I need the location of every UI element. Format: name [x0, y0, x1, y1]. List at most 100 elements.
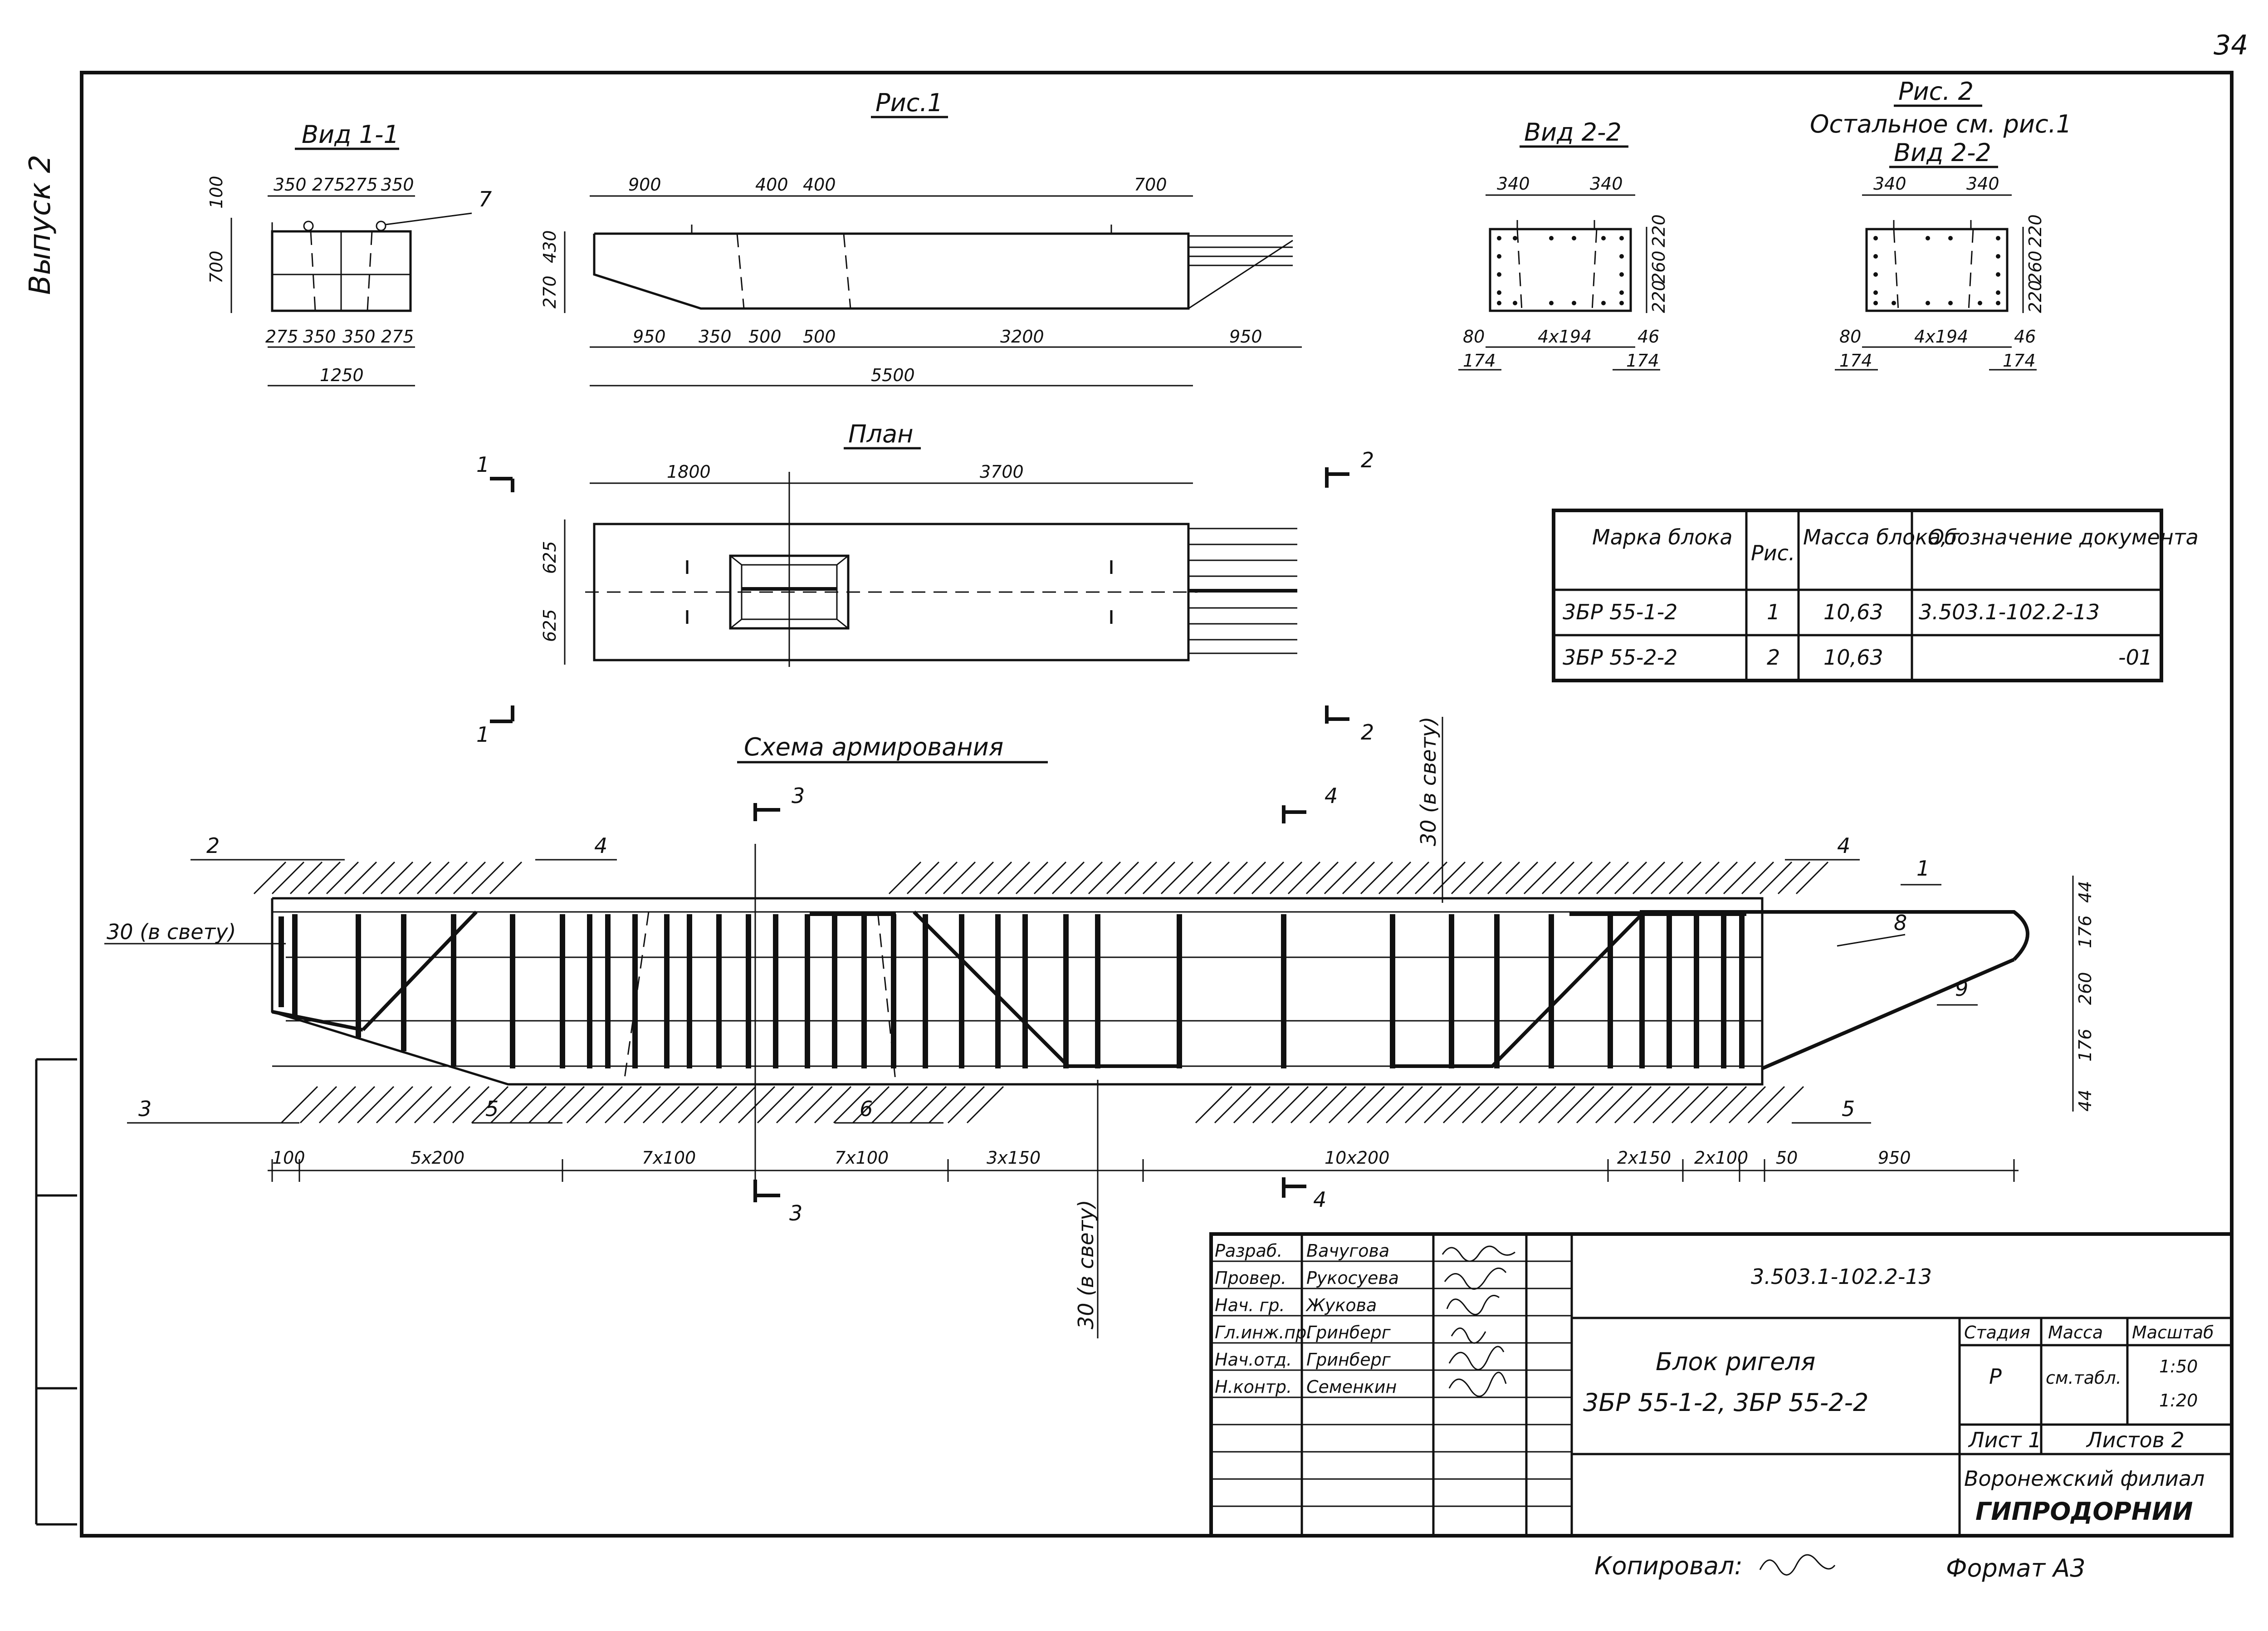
clear-label-left: 30 (в свету): [107, 920, 236, 944]
v22a-right-3: 220: [1649, 280, 1669, 313]
view-2-2-fig2: Рис. 2 Остальное см. рис.1 Вид 2-2 340 3…: [1810, 77, 2072, 371]
drawing-stroke: [1559, 861, 1593, 895]
drawing-stroke: [1233, 861, 1266, 895]
plan-sec-1b: 1: [476, 722, 489, 747]
tb-org-2: ГИПРОДОРНИИ: [1975, 1497, 2193, 1526]
callout-5a: 5: [485, 1097, 499, 1121]
tb-stage-h: Стадия: [1964, 1322, 2030, 1342]
callout-4a: 4: [594, 833, 607, 858]
drawing-stroke: [1342, 861, 1375, 895]
v22a-top-2: 340: [1590, 174, 1623, 194]
drawing-stroke: [1385, 1086, 1423, 1124]
table-cell-r2c4: -01: [2118, 645, 2152, 670]
elev-left-2: 430: [540, 230, 560, 263]
scheme-right-5: 44: [2075, 1090, 2095, 1112]
drawing-stroke: [1088, 861, 1121, 895]
tb-role-3: Нач. гр.: [1215, 1295, 1285, 1315]
callout-5b: 5: [1842, 1097, 1855, 1121]
callout-4b: 4: [1837, 833, 1850, 858]
fig2-bot2-1: 174: [1839, 351, 1872, 371]
table-cell-r1c2: 1: [1767, 600, 1780, 624]
drawing-stroke: [337, 1086, 376, 1124]
drawing-stroke: [1614, 1086, 1652, 1124]
elev-bot-6: 950: [1229, 327, 1262, 347]
drawing-stroke: [395, 1086, 433, 1124]
drawing-stroke: [1324, 861, 1357, 895]
table-header-fig: Рис.: [1751, 541, 1795, 565]
drawing-stroke: [661, 1086, 699, 1124]
v11-top-3: 275: [345, 175, 378, 195]
drawing-stroke: [852, 1086, 890, 1124]
elev-bot-3: 500: [748, 327, 782, 347]
drawing-stroke: [490, 1086, 528, 1124]
table-cell-r2c3: 10,63: [1823, 645, 1883, 670]
drawing-stroke: [1578, 861, 1611, 895]
tb-mass-h: Масса: [2048, 1322, 2103, 1342]
tb-name-5: Гринберг: [1306, 1350, 1391, 1370]
footer-copied: Копировал:: [1594, 1552, 1743, 1580]
tb-role-1: Разраб.: [1215, 1241, 1282, 1261]
drawing-stroke: [433, 1086, 471, 1124]
view11-title: Вид 1-1: [302, 120, 399, 149]
drawing-stroke: [1741, 861, 1774, 895]
drawing-stroke: [1178, 861, 1212, 895]
drawing-stroke: [1160, 861, 1194, 895]
drawing-stroke: [1233, 1086, 1271, 1124]
callout-8: 8: [1894, 911, 1907, 935]
plan-left-2: 625: [540, 609, 560, 642]
drawing-stroke: [1469, 861, 1502, 895]
drawing-stroke: [1106, 861, 1139, 895]
drawing-stroke: [1328, 1086, 1366, 1124]
callout-6: 6: [860, 1097, 873, 1121]
v22a-top-1: 340: [1497, 174, 1530, 194]
drawing-stroke: [1505, 861, 1539, 895]
table-cell-r1c1: 3БР 55-1-2: [1563, 600, 1677, 624]
drawing-stroke: [997, 861, 1031, 895]
drawing-stroke: [1690, 1086, 1728, 1124]
scheme-bot-2: 5x200: [411, 1148, 464, 1168]
drawing-stroke: [362, 861, 396, 895]
tb-code: 3.503.1-102.2-13: [1751, 1264, 1932, 1289]
drawing-stroke: [1481, 1086, 1519, 1124]
table-cell-r2c2: 2: [1767, 645, 1780, 670]
drawing-stroke: [699, 1086, 738, 1124]
fig2-bot-3: 46: [2014, 327, 2036, 347]
drawing-stroke: [471, 861, 504, 895]
drawing-stroke: [1705, 861, 1738, 895]
tb-role-5: Нач.отд.: [1215, 1350, 1292, 1370]
v11-top-1: 350: [274, 175, 307, 195]
tb-role-2: Провер.: [1215, 1268, 1286, 1288]
drawing-stroke: [1728, 1086, 1766, 1124]
scheme-right-2: 176: [2075, 915, 2095, 948]
tb-mass: см.табл.: [2046, 1368, 2121, 1388]
drawing-stroke: [1404, 1086, 1442, 1124]
clear-label-top: 30 (в свету): [1416, 716, 1441, 846]
scheme-bot-5: 3x150: [987, 1148, 1041, 1168]
drawing-stroke: [1632, 861, 1666, 895]
elev-top-2: 400: [755, 175, 788, 195]
elev-bot-5: 3200: [1000, 327, 1044, 347]
drawing-stroke: [1487, 861, 1520, 895]
drawing-stroke: [1671, 1086, 1709, 1124]
scheme-bot-4: 7x100: [835, 1148, 889, 1168]
plan-left-1: 625: [540, 541, 560, 574]
drawing-stroke: [604, 1086, 642, 1124]
signatures: [1442, 1245, 1515, 1397]
drawing-stroke: [253, 861, 287, 895]
drawing-stroke: [398, 861, 432, 895]
drawing-stroke: [1360, 861, 1393, 895]
fig2-title: Рис. 2: [1898, 77, 1974, 106]
scheme-bot-9: 50: [1776, 1148, 1798, 1168]
drawing-stroke: [738, 1086, 776, 1124]
drawing-stroke: [1709, 1086, 1747, 1124]
copied-signature: [1759, 1554, 1836, 1576]
drawing-stroke: [1423, 1086, 1461, 1124]
drawing-stroke: [642, 1086, 680, 1124]
fig2-note: Остальное см. рис.1: [1810, 110, 2072, 138]
v22a-bot-1: 80: [1463, 327, 1485, 347]
scheme-right-4: 176: [2075, 1029, 2095, 1062]
sec-4b: 4: [1313, 1187, 1326, 1212]
v11-top-4: 350: [381, 175, 414, 195]
plan-top-1: 1800: [667, 462, 711, 482]
drawing-stroke: [1652, 1086, 1690, 1124]
